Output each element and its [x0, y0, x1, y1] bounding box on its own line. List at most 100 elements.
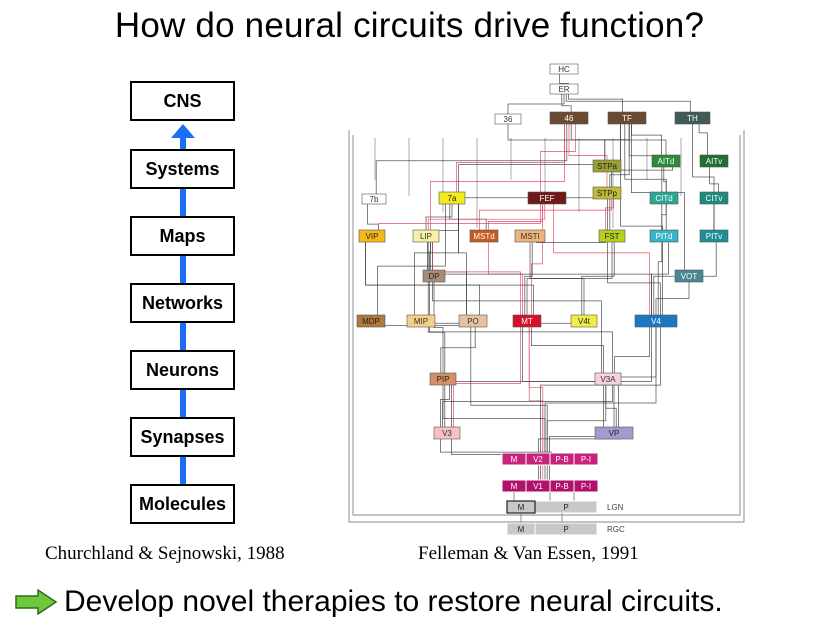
area-label: LIP — [420, 232, 432, 241]
conclusion-text: Develop novel therapies to restore neura… — [64, 585, 723, 618]
area-v4t: V4t — [570, 314, 598, 328]
area-label: AITv — [706, 157, 722, 166]
area-citd: CITd — [649, 191, 679, 205]
connection-line — [546, 379, 607, 458]
level-connector — [180, 323, 186, 350]
area-label: STPa — [597, 162, 618, 171]
connection-line — [433, 276, 444, 379]
area-mstl: MSTl — [514, 229, 546, 243]
connection-line — [365, 236, 480, 321]
connection-line — [655, 276, 690, 321]
level-connector — [180, 137, 186, 149]
connection-line — [528, 321, 544, 458]
area-vot: VOT — [674, 269, 704, 283]
level-networks: Networks — [130, 283, 235, 323]
connection-line — [453, 321, 521, 433]
connection-line — [529, 236, 585, 321]
area-mt: MT — [512, 314, 542, 328]
connection-line — [620, 118, 663, 321]
connection-line — [458, 198, 467, 321]
area-label: PIP — [437, 375, 450, 384]
citation-churchland: Churchland & Sejnowski, 1988 — [45, 543, 285, 564]
connection-line — [425, 198, 453, 236]
area-dp: DP — [422, 269, 446, 283]
area-label: V4t — [578, 317, 591, 326]
area-label: AITd — [658, 157, 675, 166]
connection-line — [613, 321, 657, 433]
connection-line — [488, 198, 543, 236]
area-tf: TF — [607, 111, 647, 125]
area-label: HC — [558, 65, 570, 74]
area-hc: HC — [549, 63, 579, 75]
area-label: PITv — [706, 232, 722, 241]
connection-line — [456, 118, 565, 198]
area-label: CITv — [706, 194, 723, 203]
connection-wires — [348, 69, 745, 523]
connection-line — [429, 236, 431, 276]
connection-line — [605, 379, 617, 433]
area-label: CITd — [655, 194, 672, 203]
levels-hierarchy: CNS Systems Maps Networks Neurons Synaps… — [0, 0, 360, 540]
area-mdp: MDP — [356, 314, 386, 328]
connection-line — [657, 198, 663, 321]
area-label: V3A — [600, 375, 616, 384]
bar-side-label: LGN — [607, 503, 624, 512]
area-er: ER — [549, 83, 579, 95]
citation-felleman: Felleman & Van Essen, 1991 — [418, 543, 639, 564]
area-label: PO — [467, 317, 479, 326]
area-po: PO — [458, 314, 488, 328]
area-v3a: V3A — [594, 372, 622, 386]
area-aitv: AITv — [699, 154, 729, 168]
area-mstd: MSTd — [469, 229, 499, 243]
area-label: V3 — [442, 429, 452, 438]
connection-line — [522, 321, 619, 433]
area-lip: LIP — [412, 229, 440, 243]
connection-line — [458, 118, 621, 198]
area-fst: FST — [598, 229, 626, 243]
connection-line — [451, 433, 541, 485]
area-pitd: PITd — [649, 229, 679, 243]
area-th: TH — [674, 111, 711, 125]
area-label: TF — [622, 114, 632, 123]
area-label: VIP — [366, 232, 379, 241]
connection-line — [531, 321, 604, 379]
bar-cell-label: P — [563, 503, 568, 512]
area-pitv: PITv — [699, 229, 729, 243]
bar-cell-label: M — [518, 503, 525, 512]
connection-line — [536, 236, 606, 243]
connection-line — [427, 198, 546, 236]
area-label: MIP — [414, 317, 428, 326]
connection-line — [531, 198, 543, 321]
bar-cell-label: P-I — [581, 455, 591, 464]
area-label: MSTl — [521, 232, 540, 241]
level-connector — [180, 457, 186, 484]
area-label: 36 — [504, 115, 513, 124]
area-label: MSTd — [473, 232, 494, 241]
connection-line — [488, 236, 523, 321]
area-label: VP — [609, 429, 620, 438]
pathway-frame — [352, 135, 741, 516]
level-maps: Maps — [130, 216, 235, 256]
area-label: FST — [604, 232, 619, 241]
area-v4: V4 — [634, 314, 678, 328]
area-mip: MIP — [406, 314, 436, 328]
area-vip: VIP — [358, 229, 386, 243]
area-46: 46 — [549, 111, 589, 125]
bar-cell-label: M — [511, 455, 518, 464]
area-stpa: STPa — [592, 159, 622, 173]
connection-line — [432, 236, 521, 321]
area-label: 7a — [448, 194, 457, 203]
bar-side-label: RGC — [607, 525, 625, 534]
bar-cell-label: M — [511, 482, 518, 491]
connection-line — [442, 379, 546, 458]
bar-cell-label: M — [518, 525, 525, 534]
area-label: V4 — [651, 317, 661, 326]
area-36: 36 — [494, 113, 522, 125]
bar-cell-label: P — [563, 525, 568, 534]
connection-line — [607, 236, 661, 321]
right-arrow-icon — [15, 589, 58, 615]
area-fef: FEF — [527, 191, 567, 205]
connection-line — [429, 276, 613, 379]
connection-line — [432, 236, 602, 379]
